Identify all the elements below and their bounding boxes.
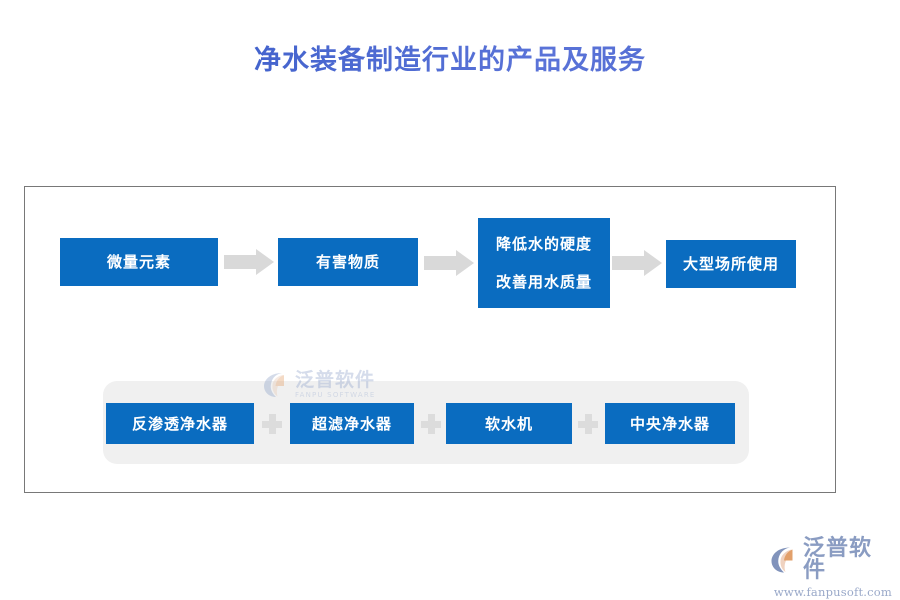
plus-separator-icon-3 bbox=[578, 414, 598, 434]
flow-step-box-3: 降低水的硬度 改善用水质量 bbox=[478, 218, 610, 308]
product-label-2: 超滤净水器 bbox=[311, 415, 392, 433]
product-label-3: 软水机 bbox=[484, 415, 533, 433]
brand-logo: 泛普软件 www.fanpusoft.com bbox=[770, 538, 892, 599]
product-box-ultrafiltration: 超滤净水器 bbox=[290, 403, 414, 444]
arrow-shaft bbox=[224, 255, 258, 269]
arrow-right-icon-3 bbox=[612, 250, 662, 276]
brand-name: 泛普软件 bbox=[803, 536, 873, 583]
product-label-1: 反渗透净水器 bbox=[131, 415, 228, 433]
arrow-shaft bbox=[612, 256, 646, 270]
arrow-head bbox=[456, 250, 474, 276]
flow-step-3-line-1: 降低水的硬度 bbox=[495, 235, 592, 253]
product-box-water-softener: 软水机 bbox=[446, 403, 572, 444]
flow-step-box-4: 大型场所使用 bbox=[666, 240, 796, 288]
flow-step-2-line-1: 有害物质 bbox=[315, 253, 380, 271]
arrow-right-icon-2 bbox=[424, 250, 474, 276]
arrow-head bbox=[644, 250, 662, 276]
arrow-right-icon-1 bbox=[224, 249, 274, 275]
arrow-shaft bbox=[424, 256, 458, 270]
product-label-4: 中央净水器 bbox=[629, 415, 710, 433]
brand-url: www.fanpusoft.com bbox=[773, 585, 892, 599]
plus-separator-icon-2 bbox=[421, 414, 441, 434]
flow-step-box-1: 微量元素 bbox=[60, 238, 218, 286]
flow-step-1-line-1: 微量元素 bbox=[106, 253, 171, 271]
arrow-head bbox=[256, 249, 274, 275]
brand-logo-top: 泛普软件 bbox=[770, 538, 892, 582]
plus-separator-icon-1 bbox=[262, 414, 282, 434]
product-box-reverse-osmosis: 反渗透净水器 bbox=[106, 403, 254, 444]
flow-step-4-line-1: 大型场所使用 bbox=[682, 255, 779, 273]
page-title: 净水装备制造行业的产品及服务 bbox=[0, 38, 900, 77]
fanpu-logo-icon bbox=[770, 546, 800, 574]
flow-step-box-2: 有害物质 bbox=[278, 238, 418, 286]
product-box-central-purifier: 中央净水器 bbox=[605, 403, 735, 444]
flow-step-3-line-2: 改善用水质量 bbox=[495, 273, 592, 291]
